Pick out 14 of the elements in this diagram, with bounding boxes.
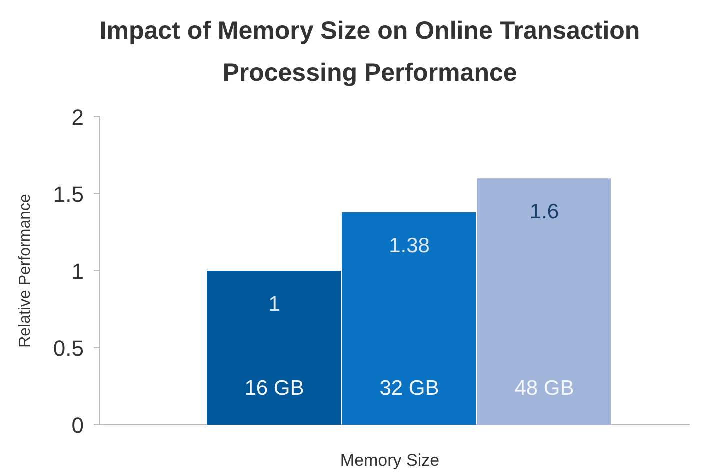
category-label: 32 GB	[380, 377, 440, 400]
y-tick-label: 1.5	[53, 182, 84, 207]
y-tick-label: 0	[72, 413, 84, 438]
value-label: 1.6	[530, 200, 560, 224]
y-tick-label: 2	[72, 105, 84, 130]
value-label: 1.38	[389, 234, 430, 258]
value-label: 1	[268, 293, 280, 316]
y-tick-label: 1	[72, 259, 84, 284]
category-label: 16 GB	[244, 377, 304, 400]
y-tick-label: 0.5	[53, 336, 84, 361]
category-label: 48 GB	[514, 377, 574, 400]
x-axis-label: Memory Size	[340, 451, 440, 470]
chart-title: Impact of Memory Size on Online Transaction Processing Performance	[98, 16, 642, 89]
y-axis-label: Relative Performance	[17, 194, 34, 348]
